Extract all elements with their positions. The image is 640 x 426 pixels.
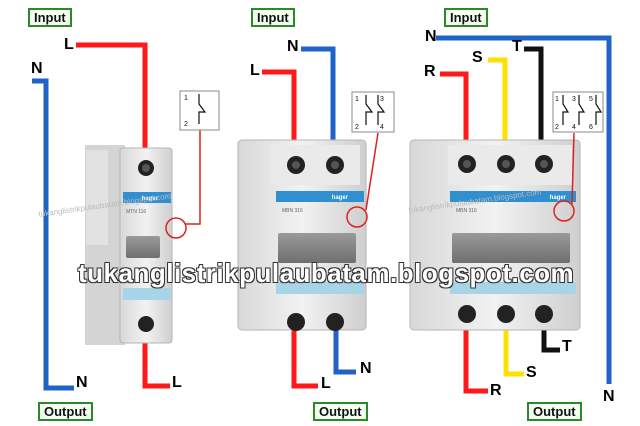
wire-L-in: [76, 42, 148, 165]
terminal-label-N-out: N: [76, 374, 88, 391]
svg-text:2: 2: [184, 121, 188, 128]
breaker-1p: hager MTN 116: [85, 145, 173, 345]
svg-text:3: 3: [380, 96, 384, 103]
terminal-label-N-out: N: [603, 388, 615, 405]
svg-text:2: 2: [555, 124, 559, 131]
terminal-label-N-in: N: [425, 28, 437, 45]
svg-text:1: 1: [355, 96, 359, 103]
terminal-label-L-in: L: [64, 36, 74, 53]
terminal-label-N-in: N: [287, 38, 299, 55]
highlight-ring-3: [553, 200, 575, 222]
svg-text:1: 1: [555, 96, 559, 103]
svg-text:MBN 316: MBN 316: [456, 208, 477, 214]
svg-text:hager: hager: [142, 196, 159, 202]
breaker-3p: hager MBN 316: [409, 139, 581, 331]
svg-text:1: 1: [184, 95, 188, 102]
diagram-1: hager MTN 116 1 2: [32, 42, 220, 391]
highlight-ring-2: [346, 206, 368, 228]
pole-symbol-2: 1 3 2 4: [351, 91, 395, 133]
output-label-3: Output: [527, 402, 582, 421]
terminal-label-R-out: R: [490, 382, 502, 399]
terminal-label-L-out: L: [172, 374, 182, 391]
input-label-2: Input: [251, 8, 295, 27]
terminal-label-L-out: L: [321, 375, 331, 392]
terminal-label-T-in: T: [512, 38, 522, 55]
svg-text:5: 5: [589, 96, 593, 103]
wire-T-out: [541, 330, 560, 353]
wire-N-in-out: [436, 35, 612, 384]
wire-T-in: [524, 46, 544, 160]
wire-S-in: [488, 57, 508, 160]
terminal-label-T-out: T: [562, 338, 572, 355]
output-label-1: Output: [38, 402, 93, 421]
svg-text:4: 4: [380, 124, 384, 131]
terminal-label-N-out: N: [360, 360, 372, 377]
svg-text:6: 6: [589, 124, 593, 131]
svg-text:4: 4: [572, 124, 576, 131]
wire-L-out: [291, 330, 318, 389]
pole-symbol-1: 1 2: [179, 90, 220, 131]
pole-symbol-3: 1 3 5 2 4 6: [552, 91, 604, 133]
wire-R-out: [463, 330, 488, 394]
wire-L-out: [142, 330, 170, 389]
svg-text:hager: hager: [332, 195, 349, 201]
svg-text:MTN 116: MTN 116: [126, 209, 146, 215]
highlight-ring-1: [165, 217, 187, 239]
input-label-3: Input: [444, 8, 488, 27]
breaker-2p: hager MBN 316: [237, 139, 367, 331]
terminal-label-R-in: R: [424, 63, 436, 80]
diagram-2: hager MBN 316 1 3 2 4: [237, 46, 395, 389]
wire-N-in: [301, 46, 336, 160]
diagram-3: hager MBN 316 1 3 5 2 4 6: [409, 35, 612, 394]
svg-text:hager: hager: [550, 195, 567, 201]
terminal-label-S-out: S: [526, 364, 537, 381]
input-label-1: Input: [28, 8, 72, 27]
terminal-label-L-in: L: [250, 62, 260, 79]
output-label-2: Output: [313, 402, 368, 421]
wire-N-out: [333, 330, 356, 375]
wire-S-out: [503, 330, 524, 377]
wire-N-in-out: [32, 78, 74, 391]
svg-text:2: 2: [355, 124, 359, 131]
terminal-label-N-in: N: [31, 60, 43, 77]
wire-L-in: [262, 69, 297, 160]
terminal-label-S-in: S: [472, 49, 483, 66]
wire-R-in: [440, 71, 469, 160]
site-watermark: tukanglistrikpulaubatam.blogspot.com: [78, 258, 575, 288]
svg-text:3: 3: [572, 96, 576, 103]
svg-text:MBN 316: MBN 316: [282, 208, 303, 214]
